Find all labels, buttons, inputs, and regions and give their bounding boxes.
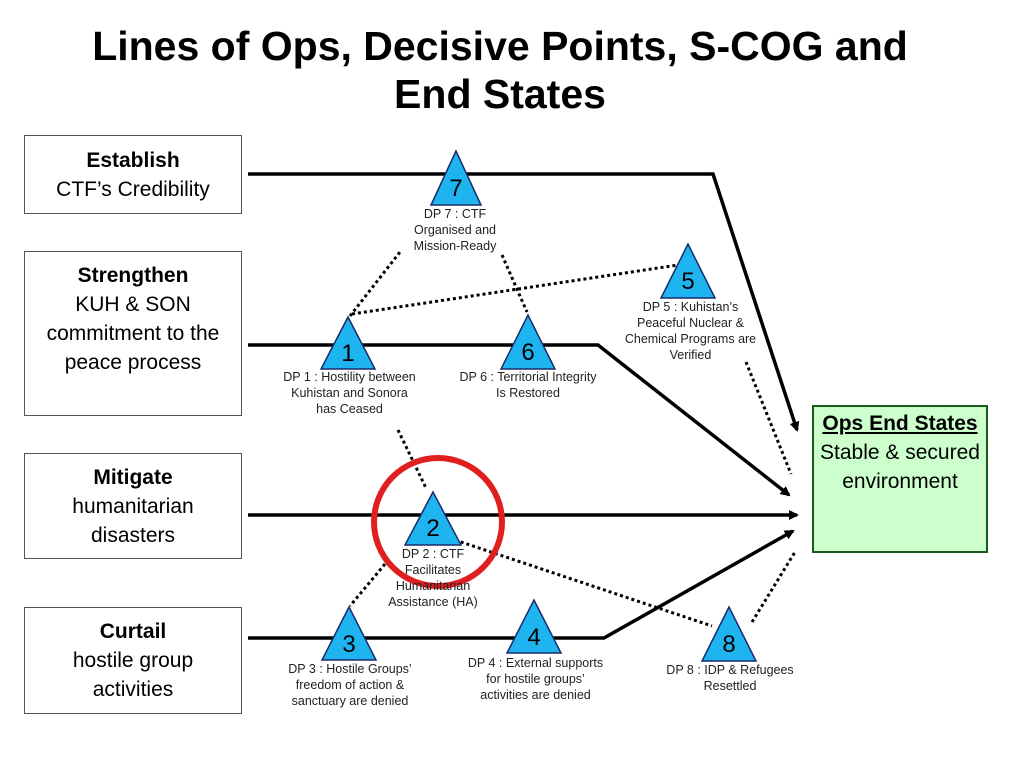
dp-5-number: 5 [681,268,695,295]
end-state-box: Ops End States Stable & secured environm… [812,405,988,553]
end-state-body: Stable & secured environment [820,441,980,493]
dp-4-number: 4 [527,624,541,651]
lo-mitigate-body: humanitarian disasters [72,495,194,547]
dp-1-number: 1 [341,340,355,367]
dp-4-label: DP 4 : External supports for hostile gro… [467,656,604,702]
dotted-link-5-end [744,361,793,475]
dotted-link-1-5 [351,263,679,316]
lo-box-curtail: Curtail hostile group activities [24,607,242,714]
lo-establish-body: CTF’s Credibility [56,178,210,201]
dotted-link-8-end [750,551,797,623]
lo-line-strengthen [248,343,791,497]
dp-7-label: DP 7 : CTF Organised and Mission-Ready [413,207,497,253]
lo-strengthen-body: KUH & SON commitment to the peace proces… [46,293,220,374]
dp-5-triangle [659,242,717,299]
lo-strengthen-head: Strengthen [77,264,189,287]
dp-2-label: DP 2 : CTF Facilitates Humanitarian Assi… [388,547,478,609]
lo-mitigate-head: Mitigate [93,466,173,489]
dp-3-label: DP 3 : Hostile Groups’ freedom of action… [288,662,412,708]
dp-5-label: DP 5 : Kuhistan’s Peaceful Nuclear & Che… [624,300,757,362]
title-line-1: Lines of Ops, Decisive Points, S-COG and [92,23,908,69]
dp-6-label: DP 6 : Territorial Integrity Is Restored [459,370,597,400]
lo-line-establish [248,172,800,432]
lo-box-strengthen: Strengthen KUH & SON commitment to the p… [24,251,242,416]
title-line-2: End States [394,71,606,117]
lo-box-establish: Establish CTF’s Credibility [24,135,242,214]
dp-8-number: 8 [722,631,736,658]
dp-8-label: DP 8 : IDP & Refugees Resettled [666,663,794,693]
lo-line-curtail [248,529,795,640]
lo-curtail-body: hostile group activities [72,649,194,701]
dp-4-triangle [505,598,563,654]
lo-curtail-head: Curtail [99,620,167,643]
dp-6-triangle [499,313,557,370]
dotted-link-1-7 [348,251,402,317]
dotted-link-7-6 [500,254,529,313]
highlight-circle [371,455,505,589]
page-title: Lines of Ops, Decisive Points, S-COG and… [0,22,1000,118]
dp-2-triangle [403,490,463,546]
dp-7-triangle [429,149,483,206]
dp-2-number: 2 [426,515,440,542]
dp-1-triangle [319,315,377,370]
dp-3-triangle [320,605,378,661]
lo-box-mitigate: Mitigate humanitarian disasters [24,453,242,559]
dp-3-number: 3 [342,631,356,658]
dp-6-number: 6 [521,339,535,366]
dotted-link-1-2 [396,429,428,489]
dp-1-label: DP 1 : Hostility between Kuhistan and So… [283,370,416,416]
end-state-head: Ops End States [822,412,978,435]
lo-establish-head: Establish [86,149,180,172]
dp-8-triangle [700,605,758,662]
dp-7-number: 7 [449,175,463,202]
